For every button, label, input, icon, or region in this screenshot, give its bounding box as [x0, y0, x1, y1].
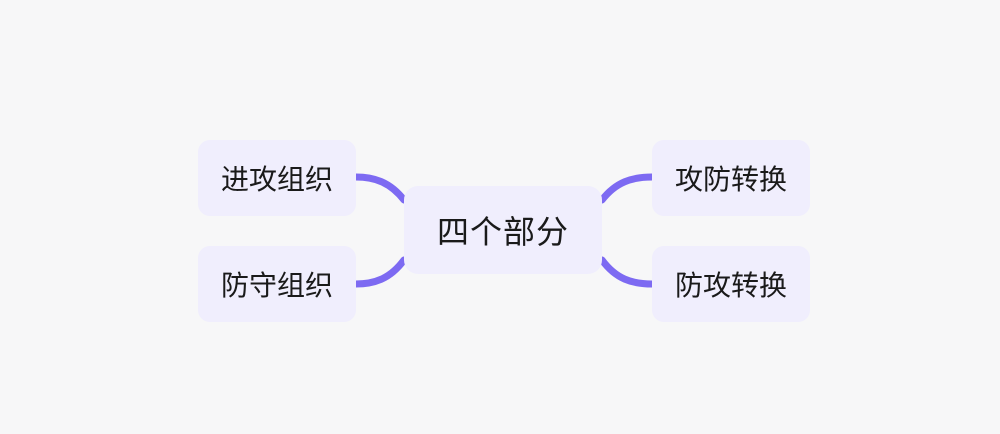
branch-node-label: 攻防转换 [674, 163, 787, 196]
branch-node-label: 防守组织 [220, 269, 333, 302]
branch-node-attack-to-defense-transition[interactable]: 攻防转换 [652, 140, 810, 216]
root-node[interactable]: 四个部分 [404, 186, 602, 274]
branch-node-defense-to-attack-transition[interactable]: 防攻转换 [652, 246, 810, 322]
connector-root-to-defense-to-attack-transition [598, 256, 656, 288]
branch-node-label: 防攻转换 [674, 269, 787, 302]
branch-node-defense-organization[interactable]: 防守组织 [198, 246, 356, 322]
branch-node-offense-organization[interactable]: 进攻组织 [198, 140, 356, 216]
connector-root-to-offense-organization [352, 173, 408, 204]
connector-root-to-defense-organization [352, 256, 408, 288]
connector-root-to-attack-to-defense-transition [598, 173, 656, 204]
root-node-label: 四个部分 [436, 213, 569, 251]
branch-node-label: 进攻组织 [220, 163, 333, 196]
